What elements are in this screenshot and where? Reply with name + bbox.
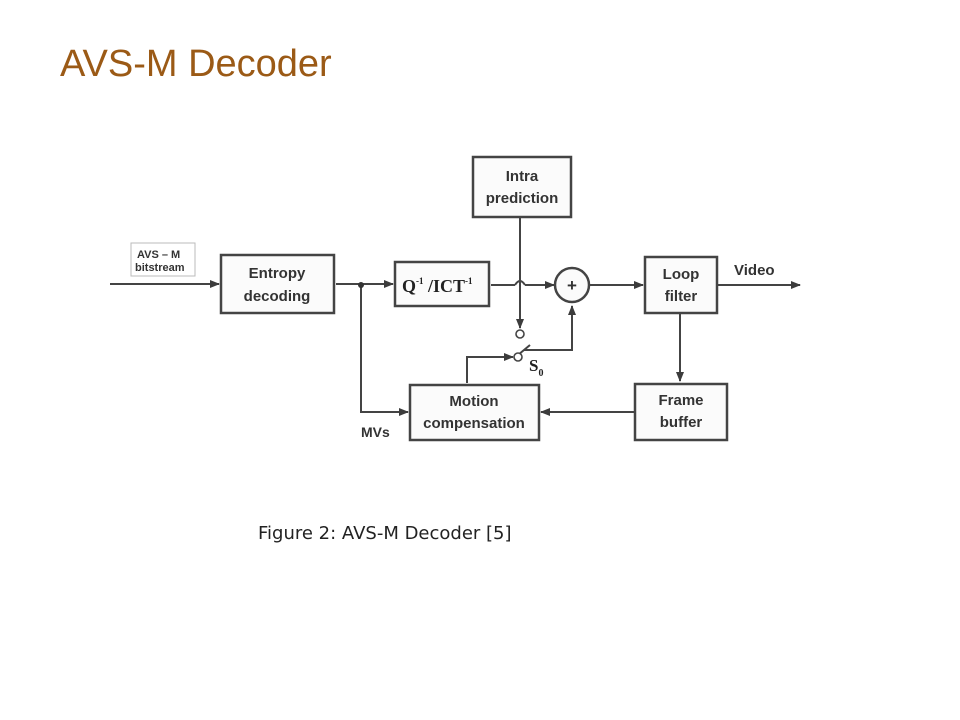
connectors xyxy=(110,218,801,416)
switch-label-s: S xyxy=(529,356,538,375)
entropy-block-label-line2: decoding xyxy=(244,288,311,305)
entropy-block-label-line1: Entropy xyxy=(249,265,306,282)
inverse-quant-transform-block: Q-1 /ICT-1 xyxy=(393,260,491,308)
quant-q: Q xyxy=(402,276,416,296)
switch-contact-inter xyxy=(513,352,523,362)
entropy-decoding-block: Entropy decoding xyxy=(219,253,336,315)
intra-prediction-block: Intra prediction xyxy=(471,155,573,219)
motion-block-label-line2: compensation xyxy=(423,415,525,432)
adder-node: + xyxy=(553,266,591,304)
switch-label: S0 xyxy=(529,356,543,379)
mvs-branch-line xyxy=(360,286,409,416)
motion-compensation-block: Motion compensation xyxy=(408,383,541,442)
slide-title: AVS-M Decoder xyxy=(60,43,332,85)
input-label-box xyxy=(130,242,196,277)
frame-block-label-line1: Frame xyxy=(658,392,703,409)
quant-sep: / xyxy=(424,276,435,296)
output-video-label: Video xyxy=(734,262,775,279)
quant-q-sup: -1 xyxy=(416,276,424,286)
motion-block-label-line1: Motion xyxy=(449,393,498,410)
switch-label-sub: 0 xyxy=(538,368,543,379)
quant-ict-sup: -1 xyxy=(465,276,473,286)
adder-symbol: + xyxy=(567,276,577,295)
input-label-line2: bitstream xyxy=(135,262,185,274)
intra-block-label-line2: prediction xyxy=(486,190,559,207)
quant-block-label: Q-1 /ICT-1 xyxy=(402,276,473,296)
intra-block-label-line1: Intra xyxy=(506,168,539,185)
quant-ict: ICT xyxy=(433,276,465,296)
arrow-switch-to-adder xyxy=(524,305,576,351)
input-label-line1: AVS – M xyxy=(137,249,180,261)
switch-contact-intra xyxy=(515,329,525,339)
branch-junction-dot xyxy=(358,282,364,288)
loop-block-label-line2: filter xyxy=(665,288,698,305)
loop-filter-block: Loop filter xyxy=(643,255,719,315)
frame-buffer-block: Frame buffer xyxy=(633,382,729,442)
arrow-motion-to-switch xyxy=(466,353,514,383)
mvs-label: MVs xyxy=(361,424,390,440)
figure-caption: Figure 2: AVS-M Decoder [5] xyxy=(258,523,512,544)
frame-block-label-line2: buffer xyxy=(660,414,703,431)
loop-block-label-line1: Loop xyxy=(663,266,700,283)
